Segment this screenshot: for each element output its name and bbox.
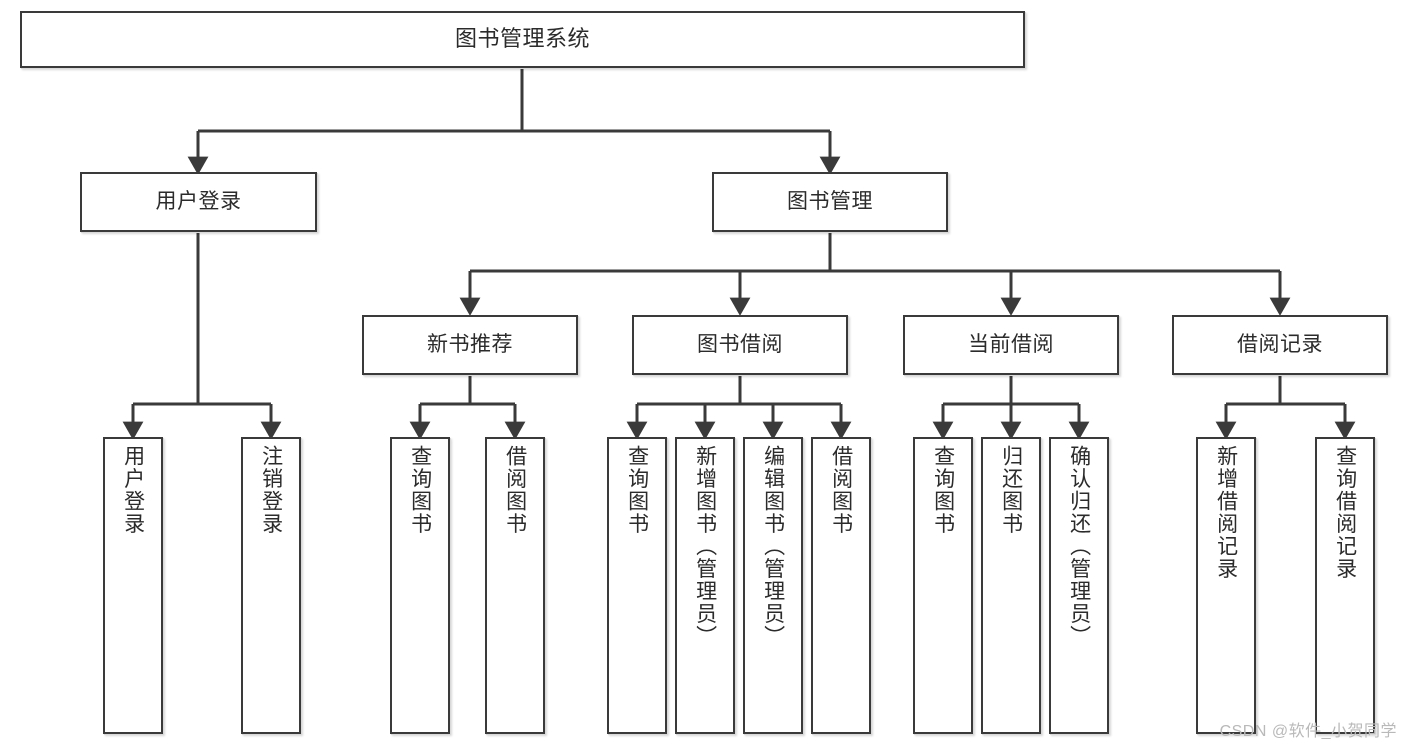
node-borrow-record[interactable]: 借阅记录 bbox=[1172, 315, 1388, 375]
leaf-current-borrow-query[interactable]: 查询图书 bbox=[913, 437, 973, 734]
node-label: 用户登录 bbox=[121, 445, 145, 535]
leaf-current-borrow-confirm-return[interactable]: 确认归还（管理员） bbox=[1049, 437, 1109, 734]
leaf-new-book-borrow[interactable]: 借阅图书 bbox=[485, 437, 545, 734]
node-label: 新书推荐 bbox=[427, 333, 513, 357]
node-label: 注销登录 bbox=[259, 445, 283, 535]
node-label: 图书借阅 bbox=[697, 333, 783, 357]
leaf-borrow-record-query[interactable]: 查询借阅记录 bbox=[1315, 437, 1375, 734]
leaf-book-borrow-query[interactable]: 查询图书 bbox=[607, 437, 667, 734]
node-label: 归还图书 bbox=[999, 445, 1023, 535]
watermark-text: CSDN @软件_小贺同学 bbox=[1219, 723, 1397, 740]
leaf-book-borrow-edit[interactable]: 编辑图书（管理员） bbox=[743, 437, 803, 734]
node-label: 新增图书（管理员） bbox=[693, 445, 717, 648]
node-label: 用户登录 bbox=[155, 190, 242, 214]
leaf-current-borrow-return[interactable]: 归还图书 bbox=[981, 437, 1041, 734]
node-new-book-recommend[interactable]: 新书推荐 bbox=[362, 315, 578, 375]
node-book-management[interactable]: 图书管理 bbox=[712, 172, 948, 232]
node-label: 查询借阅记录 bbox=[1333, 445, 1357, 580]
node-label: 查询图书 bbox=[408, 445, 432, 535]
node-label: 当前借阅 bbox=[968, 333, 1054, 357]
node-label: 图书管理 bbox=[787, 190, 873, 214]
node-label: 借阅图书 bbox=[503, 445, 527, 535]
leaf-book-borrow-add[interactable]: 新增图书（管理员） bbox=[675, 437, 735, 734]
node-current-borrow[interactable]: 当前借阅 bbox=[903, 315, 1119, 375]
node-label: 查询图书 bbox=[931, 445, 955, 535]
node-label: 图书管理系统 bbox=[454, 26, 590, 52]
node-label: 查询图书 bbox=[625, 445, 649, 535]
node-label: 借阅图书 bbox=[829, 445, 853, 535]
node-label: 新增借阅记录 bbox=[1214, 445, 1238, 580]
node-root-system[interactable]: 图书管理系统 bbox=[20, 11, 1025, 68]
node-user-login[interactable]: 用户登录 bbox=[80, 172, 317, 232]
leaf-new-book-query[interactable]: 查询图书 bbox=[390, 437, 450, 734]
node-label: 编辑图书（管理员） bbox=[761, 445, 785, 648]
node-label: 借阅记录 bbox=[1237, 333, 1323, 357]
leaf-borrow-record-add[interactable]: 新增借阅记录 bbox=[1196, 437, 1256, 734]
leaf-user-login-login[interactable]: 用户登录 bbox=[103, 437, 163, 734]
leaf-user-login-logout[interactable]: 注销登录 bbox=[241, 437, 301, 734]
node-book-borrow[interactable]: 图书借阅 bbox=[632, 315, 848, 375]
leaf-book-borrow-borrow[interactable]: 借阅图书 bbox=[811, 437, 871, 734]
node-label: 确认归还（管理员） bbox=[1067, 445, 1091, 648]
